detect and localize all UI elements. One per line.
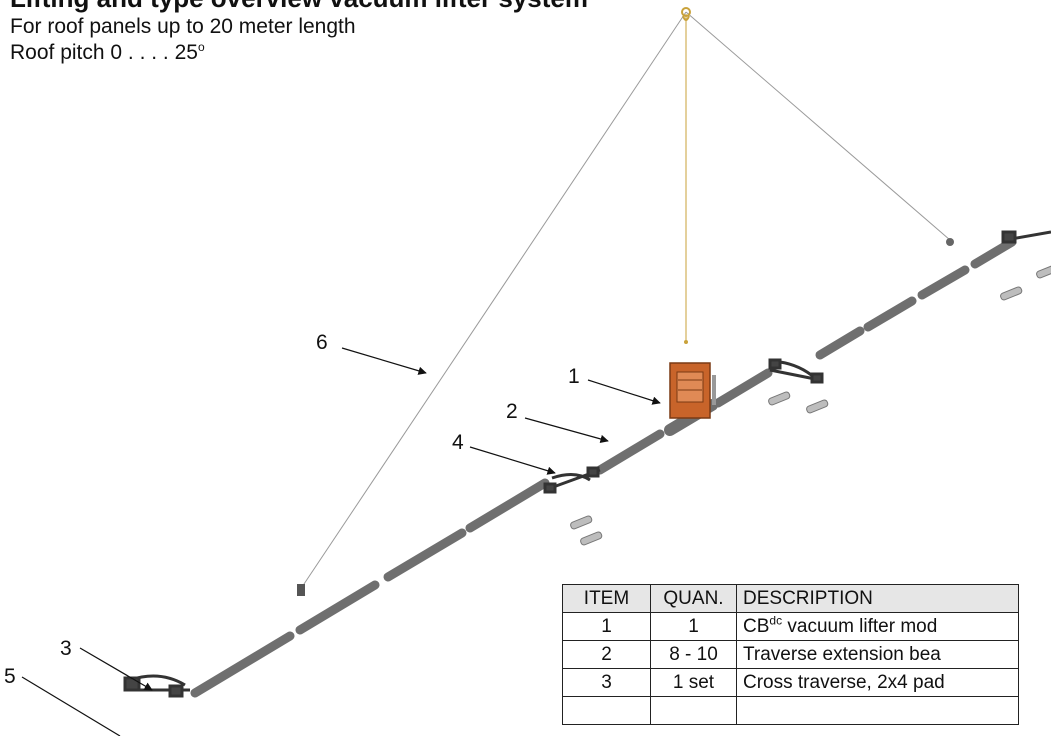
cross-traverse-end	[1001, 230, 1051, 244]
cell-quan: 1 set	[650, 668, 737, 697]
cable-right	[685, 11, 951, 241]
desc-text: Cross traverse, 2x4 pad	[743, 671, 945, 693]
cell-description: CBdc vacuum lifter mod	[736, 612, 1019, 641]
pad	[806, 399, 829, 414]
vacuum-lifter-module	[669, 362, 716, 419]
callout-label-4: 4	[452, 431, 464, 454]
callout-arrows	[21, 347, 661, 736]
cell-item: 2	[562, 640, 651, 669]
callout-label-5: 5	[4, 665, 16, 688]
lifting-cables	[299, 11, 951, 591]
col-header-item: ITEM	[562, 584, 651, 613]
callout-label-3: 3	[60, 637, 72, 660]
crane-hook-icon	[681, 7, 691, 21]
beam-segment	[815, 326, 865, 360]
cable-end-center	[684, 340, 688, 344]
beam-segment	[863, 296, 917, 332]
cable-left	[299, 11, 687, 591]
pad	[580, 531, 603, 546]
cross-traverse-3	[123, 674, 190, 698]
table-row	[562, 696, 1019, 725]
cell-quan: 1	[650, 612, 737, 641]
page-title: Lifting and type overview vacuum lifter …	[10, 0, 588, 11]
pad	[570, 515, 593, 530]
cross-traverse-4	[543, 466, 601, 494]
desc-sup: dc	[769, 613, 783, 628]
beam-segment	[383, 528, 467, 582]
callout-label-6: 6	[316, 331, 328, 354]
cable-end-weight-left	[297, 584, 305, 596]
cell-quan: 8 - 10	[650, 640, 737, 669]
callout-label-2: 2	[506, 400, 518, 423]
callout-arrow-2	[524, 417, 609, 444]
cable-end-weight-right	[946, 238, 954, 246]
cell-description: Traverse extension bea	[736, 640, 1019, 669]
callout-arrow-1	[587, 379, 661, 405]
beam-segment	[970, 237, 1017, 269]
beam-segment	[917, 265, 970, 300]
callout-arrow-5	[21, 676, 121, 736]
cell-item	[562, 696, 651, 725]
table-row: 1 1 CBdc vacuum lifter mod	[562, 612, 1019, 641]
callout-label-1: 1	[568, 365, 580, 388]
subtitle: For roof panels up to 20 meter length	[10, 15, 356, 38]
vacuum-pads	[570, 264, 1051, 546]
degree-symbol: o	[197, 40, 205, 54]
parts-list-table: ITEM QUAN. DESCRIPTION 1 1 CBdc vacuum l…	[562, 584, 1019, 725]
cell-quan	[650, 696, 737, 725]
col-header-quan: QUAN.	[650, 584, 737, 613]
pad	[768, 391, 791, 406]
pad	[1036, 264, 1051, 279]
beam-segment	[465, 478, 550, 533]
beam-segment	[595, 429, 665, 475]
beam-segment	[295, 580, 380, 635]
callout-arrow-6	[341, 347, 427, 375]
table-header-row: ITEM QUAN. DESCRIPTION	[562, 584, 1019, 613]
roof-pitch-label: Roof pitch 0 . . . . 25o	[10, 40, 205, 66]
beam-segment	[190, 631, 295, 698]
col-header-description: DESCRIPTION	[736, 584, 1019, 613]
callout-arrow-4	[469, 446, 556, 475]
desc-prefix: CB	[743, 615, 770, 637]
desc-text: vacuum lifter mod	[782, 615, 938, 637]
table-row: 2 8 - 10 Traverse extension bea	[562, 640, 1019, 669]
cell-description	[736, 696, 1019, 725]
cell-description: Cross traverse, 2x4 pad	[736, 668, 1019, 697]
beam-segment	[713, 368, 773, 408]
table-row: 3 1 set Cross traverse, 2x4 pad	[562, 668, 1019, 697]
traverse-beams	[190, 237, 1017, 698]
roof-pitch-text: Roof pitch 0 . . . . 25	[10, 41, 198, 64]
desc-text: Traverse extension bea	[743, 643, 941, 665]
cell-item: 3	[562, 668, 651, 697]
pad	[1000, 286, 1023, 301]
callout-arrow-3	[79, 647, 153, 691]
cell-item: 1	[562, 612, 651, 641]
cross-traverse-mid	[768, 358, 824, 384]
